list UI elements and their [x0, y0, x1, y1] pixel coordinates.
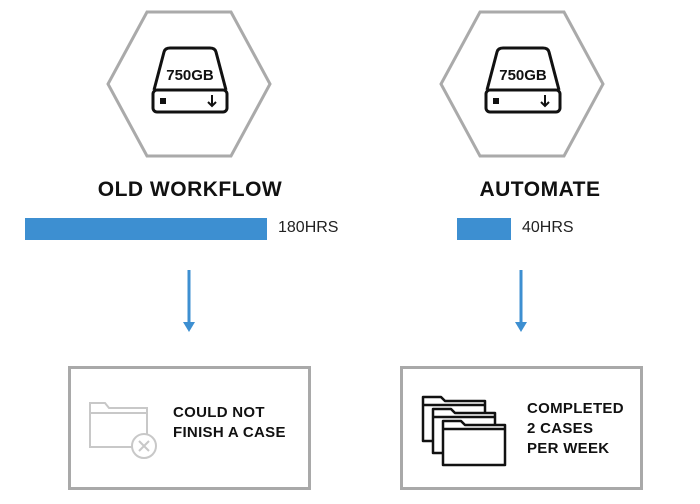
result-line: COULD NOT [173, 404, 265, 421]
result-line: FINISH A CASE [173, 424, 286, 441]
result-line: 2 CASES [527, 420, 594, 437]
old-workflow-heading: OLD WORKFLOW [97, 178, 283, 201]
hexagon-frame-automate: 750GB [439, 10, 605, 158]
folders-stack-icon [421, 395, 507, 467]
duration-bar-old-workflow [25, 218, 267, 240]
result-line: PER WEEK [527, 440, 610, 457]
hexagon-frame-old-workflow: 750GB [106, 10, 272, 158]
automate-heading: AUTOMATE [479, 178, 601, 201]
result-text-automate: COMPLETED 2 CASES PER WEEK [527, 399, 624, 459]
duration-label-automate: 40HRS [522, 219, 574, 236]
result-box-automate: COMPLETED 2 CASES PER WEEK [400, 366, 643, 490]
result-box-old-workflow: COULD NOT FINISH A CASE [68, 366, 311, 490]
hard-drive-icon: 750GB [484, 46, 562, 114]
down-arrow-icon [515, 270, 527, 332]
drive-capacity-label: 750GB [166, 67, 214, 84]
hard-drive-icon: 750GB [151, 46, 229, 114]
folder-failed-icon [89, 402, 157, 459]
result-text-old-workflow: COULD NOT FINISH A CASE [173, 403, 286, 443]
duration-bar-automate [457, 218, 511, 240]
drive-capacity-label: 750GB [499, 67, 547, 84]
duration-label-old-workflow: 180HRS [278, 219, 339, 236]
down-arrow-icon [183, 270, 195, 332]
result-line: COMPLETED [527, 400, 624, 417]
